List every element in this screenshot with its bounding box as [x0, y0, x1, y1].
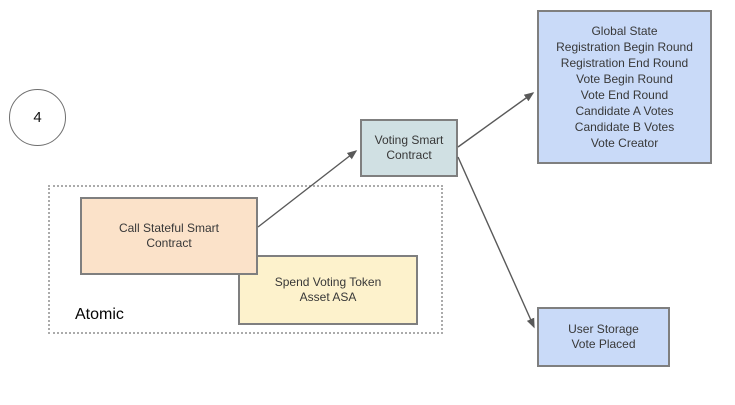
node-voting-smart-contract: Voting Smart Contract: [360, 119, 458, 177]
arrow-voting-contract-to-global-state: [457, 92, 535, 148]
node-label-line: Vote Begin Round: [576, 72, 673, 86]
node-call-stateful-smart-contract: Call Stateful Smart Contract: [80, 197, 258, 275]
atomic-group-label: Atomic: [75, 306, 124, 323]
node-label-line: Global State: [591, 24, 658, 38]
node-label-line: Candidate B Votes: [574, 120, 675, 134]
node-label-line: Voting Smart: [374, 133, 444, 147]
node-label-line: Call Stateful Smart: [118, 221, 220, 235]
node-label-line: Asset ASA: [299, 290, 357, 304]
node-global-state: Global State Registration Begin Round Re…: [537, 10, 712, 164]
node-label-line: Vote End Round: [580, 88, 669, 102]
node-label-line: Vote Placed: [571, 337, 636, 351]
node-label-line: Contract: [386, 148, 432, 162]
node-user-storage: User Storage Vote Placed: [537, 307, 670, 367]
node-label-line: Candidate A Votes: [575, 104, 674, 118]
node-label-line: Contract: [146, 236, 192, 250]
arrow-voting-contract-to-user-storage: [457, 156, 535, 329]
node-label-line: Vote Creator: [590, 136, 659, 150]
node-label-line: User Storage: [568, 322, 639, 336]
atomic-group-box: Atomic: [48, 185, 443, 334]
node-label-line: Spend Voting Token: [274, 275, 382, 289]
node-label-line: Registration Begin Round: [556, 40, 693, 54]
step-number-badge: 4: [9, 89, 66, 146]
node-label-line: Registration End Round: [560, 56, 689, 70]
step-number: 4: [33, 109, 42, 126]
node-spend-voting-token: Spend Voting Token Asset ASA: [238, 255, 418, 325]
